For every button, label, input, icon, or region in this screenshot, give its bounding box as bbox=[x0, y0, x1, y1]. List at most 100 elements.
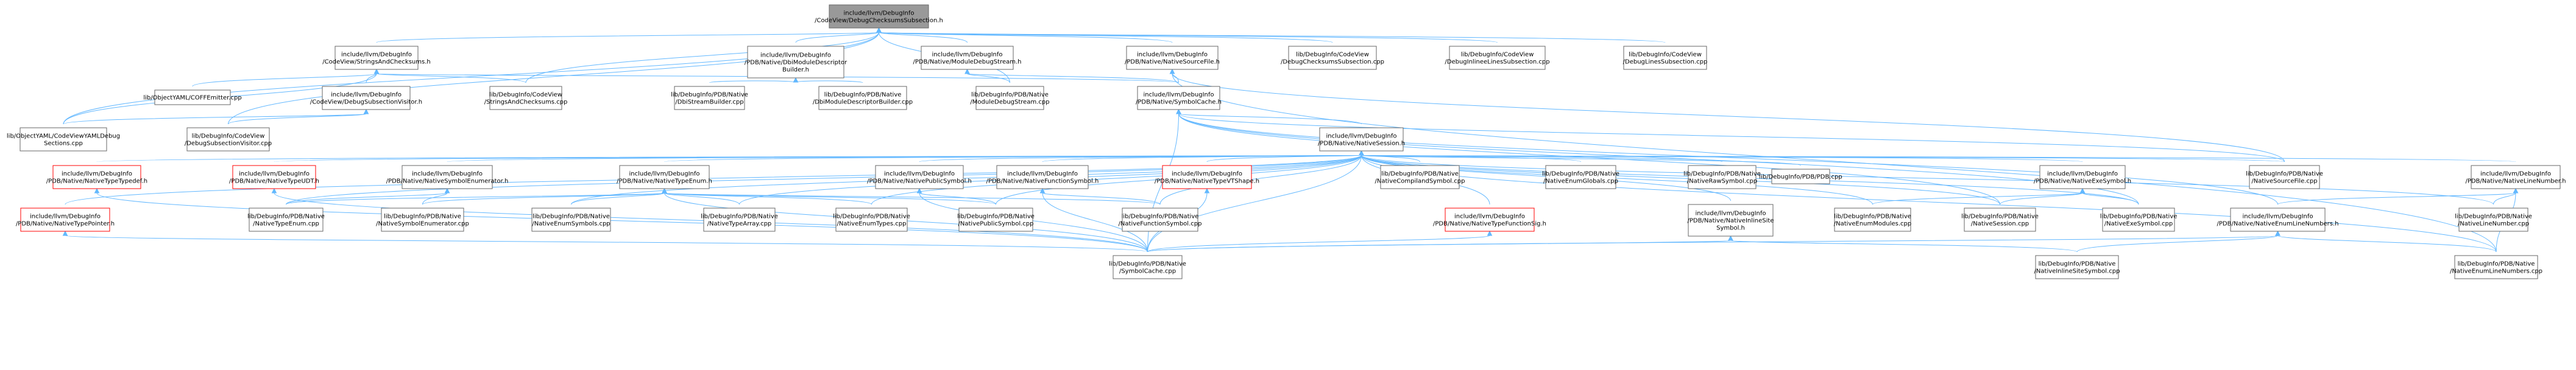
node-label-line: /PDB/Native/NativeTypePointer.h bbox=[16, 221, 115, 228]
node-dbistream[interactable]: lib/DebugInfo/PDB/Native/DbiStreamBuilde… bbox=[671, 86, 748, 110]
node-label-line: /NativeLineNumber.cpp bbox=[2458, 221, 2529, 228]
node-label-line: lib/DebugInfo/PDB/Native bbox=[2100, 214, 2178, 220]
node-sacpp[interactable]: lib/DebugInfo/CodeView/StringsAndChecksu… bbox=[484, 86, 568, 110]
node-natsess[interactable]: include/llvm/DebugInfo/PDB/Native/Native… bbox=[1318, 127, 1405, 152]
node-coffemit[interactable]: lib/ObjectYAML/COFFEmitter.cpp bbox=[143, 89, 242, 105]
node-typearr[interactable]: lib/DebugInfo/PDB/Native/NativeTypeArray… bbox=[701, 208, 778, 232]
node-label-line: include/llvm/DebugInfo bbox=[1007, 171, 1078, 178]
node-label-line: /PDB/Native/NativeLineNumber.h bbox=[2465, 178, 2566, 185]
node-funcsym[interactable]: include/llvm/DebugInfo/PDB/Native/Native… bbox=[986, 165, 1099, 189]
edge-typeenum-to-pubsymcpp bbox=[662, 187, 996, 205]
node-exesym[interactable]: include/llvm/DebugInfo/PDB/Native/Native… bbox=[2034, 165, 2131, 189]
node-label-line: /NativeEnumModules.cpp bbox=[1834, 221, 1911, 228]
node-symcachecpp[interactable]: lib/DebugInfo/PDB/Native/SymbolCache.cpp bbox=[1109, 255, 1186, 279]
node-label-line: include/llvm/DebugInfo bbox=[1172, 171, 1242, 178]
node-pubsymcpp[interactable]: lib/DebugInfo/PDB/Native/NativePublicSym… bbox=[957, 208, 1035, 232]
edge-pubsym-to-symcachecpp bbox=[916, 187, 1148, 253]
node-pubsym[interactable]: include/llvm/DebugInfo/PDB/Native/Native… bbox=[867, 165, 972, 189]
node-label-line: /PDB/Native/NativeFunctionSymbol.h bbox=[986, 178, 1099, 185]
node-box bbox=[232, 165, 316, 189]
node-label-line: /PDB/Native/NativeEnumLineNumbers.h bbox=[2217, 221, 2339, 228]
node-symenum[interactable]: include/llvm/DebugInfo/PDB/Native/Native… bbox=[386, 165, 509, 189]
node-enumsymcpp[interactable]: lib/DebugInfo/PDB/Native/NativeEnumSymbo… bbox=[531, 208, 611, 232]
node-box bbox=[829, 4, 929, 29]
node-box bbox=[20, 208, 110, 232]
node-label-line: lib/DebugInfo/PDB/Native bbox=[1683, 171, 1761, 178]
node-sac[interactable]: include/llvm/DebugInfo/CodeView/StringsA… bbox=[322, 46, 431, 70]
edge-inlsite-to-symcachecpp bbox=[1147, 235, 1733, 253]
node-label-line: include/llvm/DebugInfo bbox=[1137, 52, 1208, 58]
node-typeptr[interactable]: include/llvm/DebugInfo/PDB/Native/Native… bbox=[16, 208, 115, 232]
node-box bbox=[1449, 46, 1546, 70]
node-box bbox=[975, 86, 1044, 110]
node-label-line: lib/DebugInfo/PDB/Native bbox=[2458, 261, 2535, 268]
node-exesymcpp[interactable]: lib/DebugInfo/PDB/Native/NativeExeSymbol… bbox=[2100, 208, 2178, 232]
node-box bbox=[1126, 46, 1219, 70]
node-label-line: /ModuleDebugStream.cpp bbox=[970, 99, 1049, 106]
node-label-line: lib/DebugInfo/PDB/Native bbox=[701, 214, 778, 220]
node-label-line: /NativeTypeArray.cpp bbox=[707, 221, 772, 228]
node-typeenumcpp[interactable]: lib/DebugInfo/PDB/Native/NativeTypeEnum.… bbox=[247, 208, 325, 232]
node-cvinl[interactable]: lib/DebugInfo/CodeView/DebugInlineeLines… bbox=[1445, 46, 1550, 70]
node-linenum[interactable]: include/llvm/DebugInfo/PDB/Native/Native… bbox=[2465, 165, 2566, 189]
node-symcache[interactable]: include/llvm/DebugInfo/PDB/Native/Symbol… bbox=[1136, 86, 1222, 110]
edge-root-to-sac bbox=[376, 27, 882, 43]
node-dbimod[interactable]: include/llvm/DebugInfo/PDB/Native/DbiMod… bbox=[745, 46, 847, 79]
node-box bbox=[747, 46, 844, 79]
node-typeenum[interactable]: include/llvm/DebugInfo/PDB/Native/Native… bbox=[617, 165, 712, 189]
node-label-line: include/llvm/DebugInfo bbox=[1326, 133, 1397, 140]
node-pdbcpp[interactable]: lib/DebugInfo/PDB/PDB.cpp bbox=[1759, 169, 1842, 184]
node-compsym[interactable]: lib/DebugInfo/PDB/Native/NativeCompiland… bbox=[1375, 165, 1465, 189]
node-label-line: /NativeSession.cpp bbox=[1971, 221, 2029, 228]
node-moddbg[interactable]: include/llvm/DebugInfo/PDB/Native/Module… bbox=[913, 46, 1022, 70]
node-rawsym[interactable]: lib/DebugInfo/PDB/Native/NativeRawSymbol… bbox=[1683, 165, 1761, 189]
node-cvchk[interactable]: lib/DebugInfo/CodeView/DebugChecksumsSub… bbox=[1281, 46, 1384, 70]
node-linenumcpp[interactable]: lib/DebugInfo/PDB/Native/NativeLineNumbe… bbox=[2455, 208, 2532, 232]
node-label-line: /NativeInlineSiteSymbol.cpp bbox=[2034, 268, 2120, 275]
node-label-line: /NativeSourceFile.cpp bbox=[2251, 178, 2317, 185]
node-label-line: lib/DebugInfo/PDB/Native bbox=[533, 214, 610, 220]
node-box bbox=[2035, 255, 2119, 279]
node-udt[interactable]: include/llvm/DebugInfo/PDB/Native/Native… bbox=[229, 165, 319, 189]
node-box bbox=[2471, 165, 2561, 189]
node-box bbox=[996, 165, 1089, 189]
node-enumglob[interactable]: lib/DebugInfo/PDB/Native/NativeEnumGloba… bbox=[1542, 165, 1619, 189]
node-symenumcpp[interactable]: lib/DebugInfo/PDB/Native/NativeSymbolEnu… bbox=[376, 208, 469, 232]
node-box bbox=[381, 208, 464, 232]
node-label-line: lib/ObjectYAML/COFFEmitter.cpp bbox=[143, 95, 241, 102]
node-label-line: /PDB/Native/NativeTypeFunctionSig.h bbox=[1433, 221, 1546, 228]
node-enumlines[interactable]: include/llvm/DebugInfo/PDB/Native/Native… bbox=[2217, 208, 2339, 232]
node-dsv[interactable]: include/llvm/DebugInfo/CodeView/DebugSub… bbox=[310, 86, 422, 110]
node-funcsymcpp[interactable]: lib/DebugInfo/PDB/Native/NativeFunctionS… bbox=[1119, 208, 1202, 232]
node-label-line: /NativeSymbolEnumerator.cpp bbox=[376, 221, 469, 228]
node-dbimodcpp[interactable]: lib/DebugInfo/PDB/Native/DbiModuleDescri… bbox=[813, 86, 913, 110]
node-dsvcpp[interactable]: lib/DebugInfo/CodeView/DebugSubsectionVi… bbox=[185, 127, 272, 152]
node-label-line: /PDB/Native/NativeTypeTypedef.h bbox=[46, 178, 147, 185]
node-enummods[interactable]: lib/DebugInfo/PDB/Native/NativeEnumModul… bbox=[1834, 208, 1911, 232]
edge-typeenum-to-typearr bbox=[662, 187, 740, 205]
node-box bbox=[1288, 46, 1377, 70]
node-cvlines[interactable]: lib/DebugInfo/CodeView/DebugLinesSubsect… bbox=[1623, 46, 1708, 70]
node-box bbox=[154, 89, 231, 105]
node-natsrccpp[interactable]: lib/DebugInfo/PDB/Native/NativeSourceFil… bbox=[2246, 165, 2323, 189]
node-layer: include/llvm/DebugInfo/CodeView/DebugChe… bbox=[7, 4, 2566, 279]
node-label-line: /StringsAndChecksums.cpp bbox=[484, 99, 568, 106]
node-natsesscpp[interactable]: lib/DebugInfo/PDB/Native/NativeSession.c… bbox=[1961, 208, 2039, 232]
node-label-line: lib/DebugInfo/PDB/Native bbox=[1381, 171, 1459, 178]
node-natsrc[interactable]: include/llvm/DebugInfo/PDB/Native/Native… bbox=[1125, 46, 1220, 70]
edge-layer bbox=[62, 27, 2519, 253]
node-funcsig[interactable]: include/llvm/DebugInfo/PDB/Native/Native… bbox=[1433, 208, 1546, 232]
node-box bbox=[1688, 204, 1774, 237]
node-vtshape[interactable]: include/llvm/DebugInfo/PDB/Native/Native… bbox=[1155, 165, 1259, 189]
node-moddbgcpp[interactable]: lib/DebugInfo/PDB/Native/ModuleDebugStre… bbox=[970, 86, 1050, 110]
node-yamldbg[interactable]: lib/ObjectYAML/CodeViewYAMLDebugSections… bbox=[7, 127, 120, 152]
node-label-line: lib/DebugInfo/CodeView bbox=[1461, 52, 1534, 58]
node-box bbox=[1834, 208, 1911, 232]
node-tdef[interactable]: include/llvm/DebugInfo/PDB/Native/Native… bbox=[46, 165, 147, 189]
node-label-line: Symbol.h bbox=[1716, 225, 1745, 232]
node-box bbox=[958, 208, 1033, 232]
node-enumlinescpp[interactable]: lib/DebugInfo/PDB/Native/NativeEnumLineN… bbox=[2450, 255, 2542, 279]
node-inlsite[interactable]: include/llvm/DebugInfo/PDB/Native/Native… bbox=[1688, 204, 1774, 237]
node-inlsitecpp[interactable]: lib/DebugInfo/PDB/Native/NativeInlineSit… bbox=[2034, 255, 2120, 279]
node-enumtypes[interactable]: lib/DebugInfo/PDB/Native/NativeEnumTypes… bbox=[833, 208, 910, 232]
